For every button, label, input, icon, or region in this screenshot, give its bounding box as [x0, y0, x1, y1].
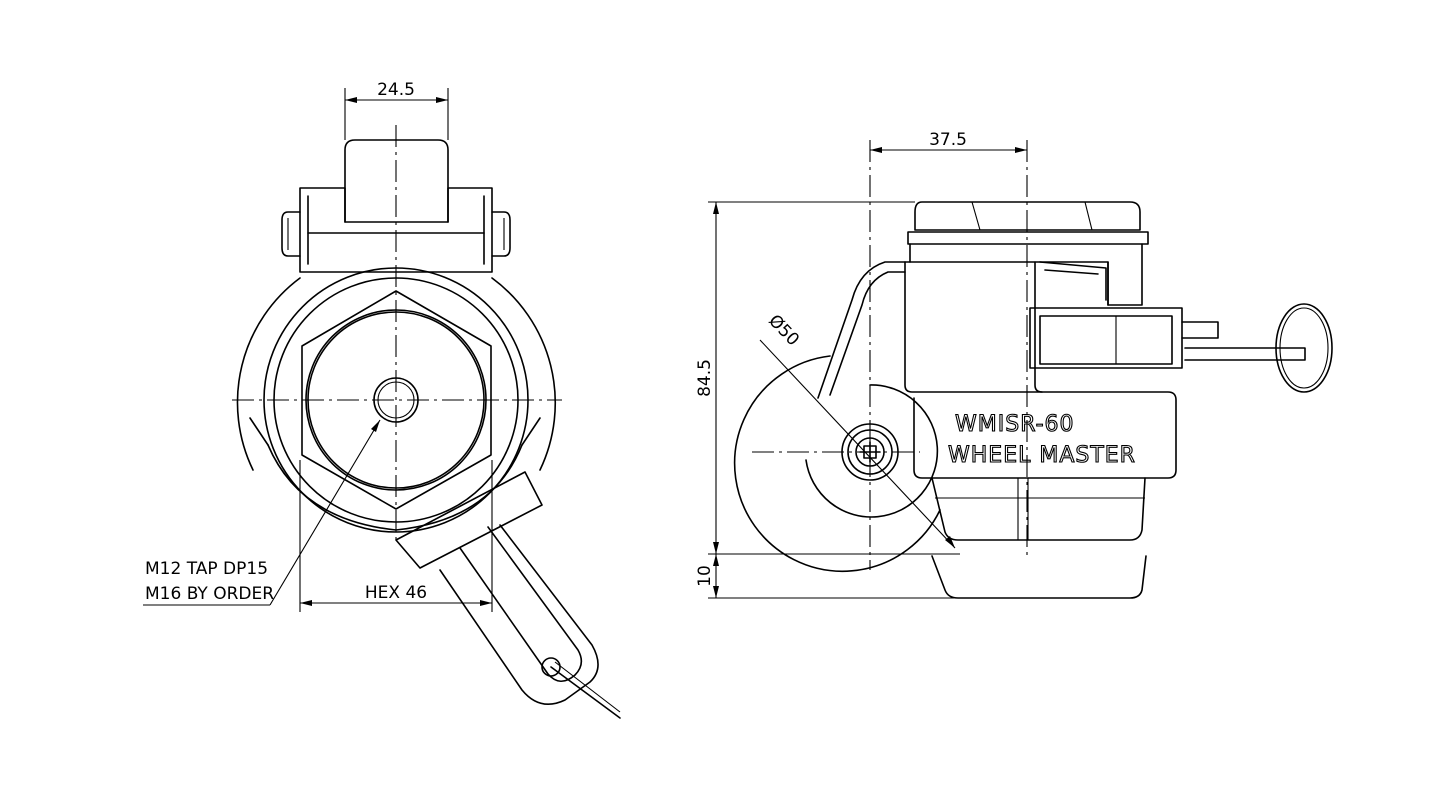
dim-hex: HEX 46 [299, 460, 493, 612]
dim-top-width: 24.5 [344, 80, 449, 140]
side-wheel [733, 355, 941, 573]
brand-name: WHEEL MASTER [948, 443, 1136, 468]
side-view: WMISR-60 WHEEL MASTER 37.5 84.5 [695, 130, 1333, 599]
side-base [931, 477, 1147, 599]
side-body [817, 261, 1333, 479]
dim-top-width-label: 24.5 [377, 80, 415, 100]
front-view: 24.5 HEX 46 M12 TAP DP15 M16 BY ORDER [143, 80, 621, 719]
dim-hex-label: HEX 46 [365, 583, 427, 603]
dim-wheel-dia-label: Ø50 [764, 311, 803, 350]
dim-offset-label: 37.5 [929, 130, 967, 150]
tap-note-line2: M16 BY ORDER [145, 584, 274, 604]
tap-note-line1: M12 TAP DP15 [145, 559, 268, 579]
dim-wheel-dia: Ø50 [759, 311, 956, 549]
tap-note: M12 TAP DP15 M16 BY ORDER [143, 419, 381, 606]
dim-height-label: 84.5 [695, 359, 715, 397]
brand-plate: WMISR-60 WHEEL MASTER [947, 411, 1136, 468]
dim-lift: 10 [695, 554, 950, 599]
brand-model: WMISR-60 [955, 412, 1075, 437]
dim-height: 84.5 [695, 201, 960, 555]
dim-lift-label: 10 [695, 565, 715, 587]
dim-offset: 37.5 [870, 130, 1027, 153]
side-top-nut [907, 201, 1149, 306]
front-lever [395, 471, 621, 719]
